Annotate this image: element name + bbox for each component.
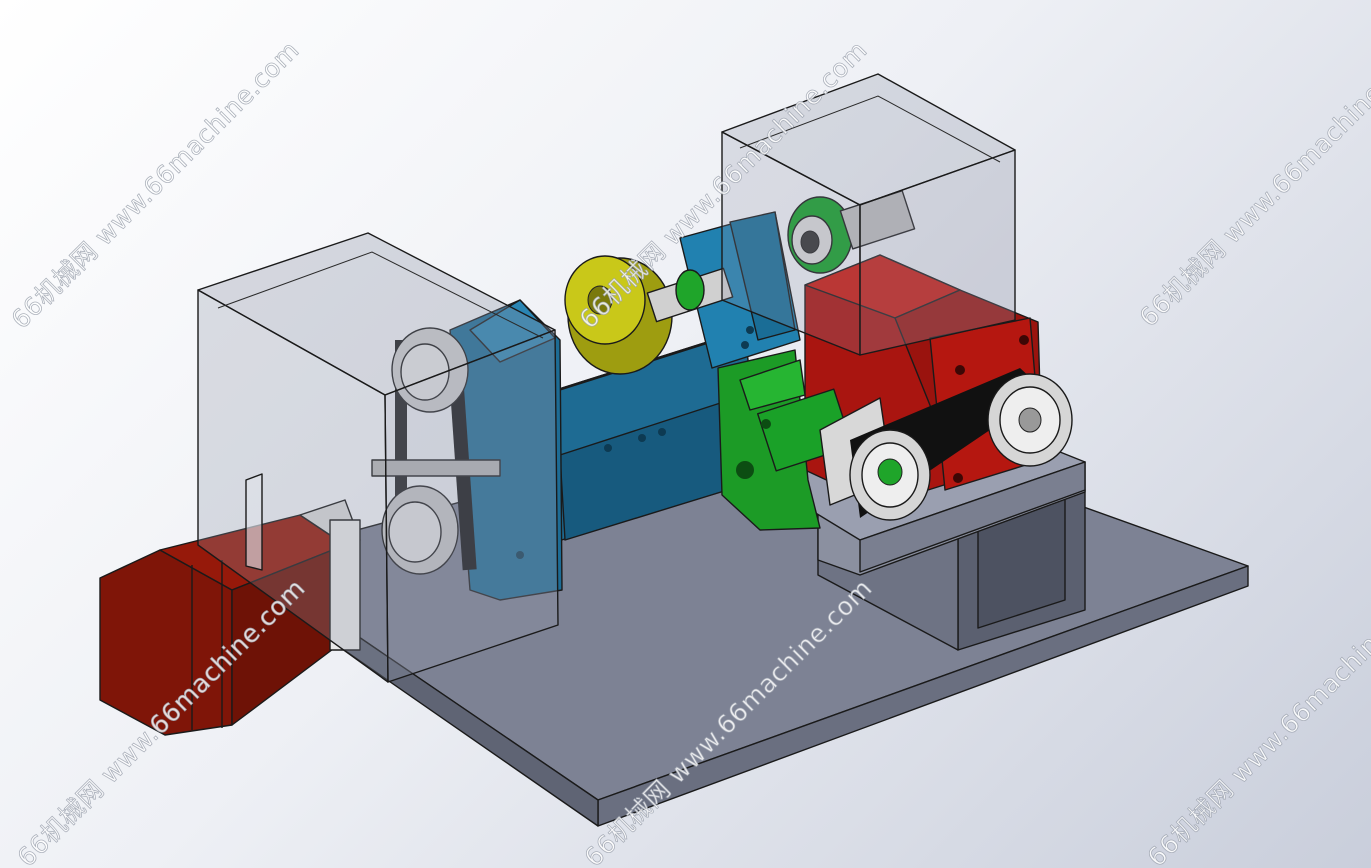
yellow-flywheel — [564, 255, 673, 375]
left-enclosure — [197, 232, 559, 683]
right-belt-drive — [849, 368, 1073, 521]
left-belt-drive — [371, 327, 501, 575]
shaft-coupling-center — [646, 267, 734, 323]
right-enclosure — [721, 73, 1016, 356]
watermark-text: 66机械网 www.66machine.com — [1134, 33, 1371, 332]
green-flange-coupling — [787, 190, 916, 274]
watermark-text: 66机械网 www.66machine.com — [1142, 573, 1371, 868]
